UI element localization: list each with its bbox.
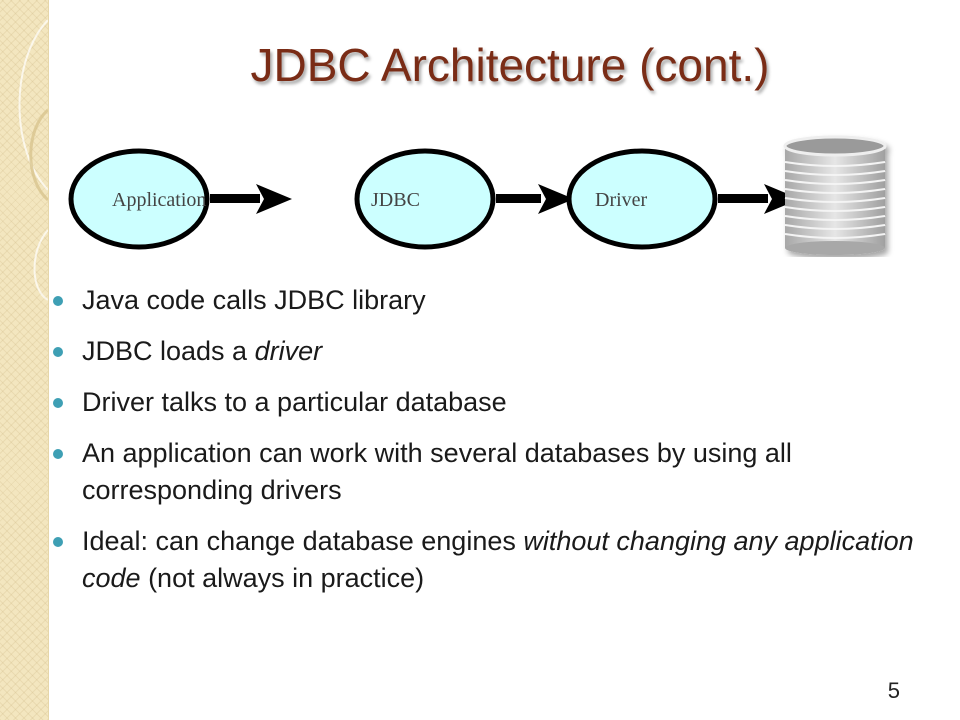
- node-application-label: Application: [112, 189, 206, 211]
- bullet-text: Java code calls JDBC library: [82, 285, 426, 315]
- node-jdbc: JDBC: [354, 148, 496, 250]
- bullet-dot-icon: [53, 398, 63, 408]
- arrow-icon: [718, 184, 800, 214]
- bullet-dot-icon: [53, 449, 63, 459]
- node-driver-label: Driver: [595, 189, 648, 211]
- decorative-sidebar: [0, 0, 49, 720]
- database-cylinder-icon: [783, 135, 887, 255]
- arrow-icon: [210, 184, 292, 214]
- node-driver: Driver: [566, 148, 718, 250]
- page-number: 5: [887, 678, 900, 703]
- bullet-dot-icon: [53, 296, 63, 306]
- bullet-text: JDBC loads a: [82, 336, 255, 366]
- node-jdbc-label: JDBC: [371, 189, 420, 211]
- node-application: Application: [68, 148, 210, 250]
- bullet-item: Java code calls JDBC library: [52, 282, 932, 319]
- bullet-item: Driver talks to a particular database: [52, 384, 932, 421]
- bullet-item: JDBC loads a driver: [52, 333, 932, 370]
- bullet-dot-icon: [53, 537, 63, 547]
- bullet-text: (not always in practice): [140, 563, 425, 593]
- bullet-dot-icon: [53, 347, 63, 357]
- sidebar-swirl-decoration: [18, 19, 48, 301]
- bullet-emphasis-text: without changing any application code: [82, 526, 914, 593]
- bullet-emphasis-text: driver: [254, 336, 323, 366]
- bullet-text: An application can work with several dat…: [82, 438, 792, 505]
- architecture-diagram: Application JDBC Driver: [68, 135, 887, 255]
- bullet-item: Ideal: can change database engines witho…: [52, 523, 932, 597]
- bullet-text: Ideal: can change database engines: [82, 526, 524, 556]
- arrow-icon: [496, 184, 574, 214]
- bullet-item: An application can work with several dat…: [52, 435, 932, 509]
- bullet-text: Driver talks to a particular database: [82, 387, 507, 417]
- slide-title: JDBC Architecture (cont.): [250, 39, 770, 91]
